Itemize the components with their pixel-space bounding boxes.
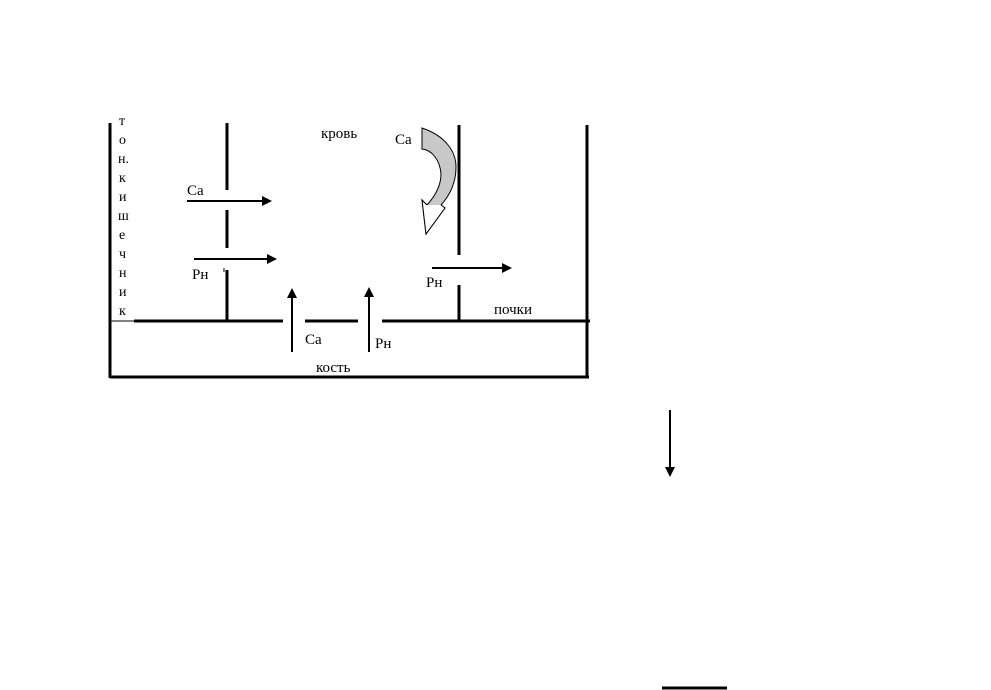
blood-label: кровь: [321, 126, 357, 142]
intestine-letter: н.: [118, 152, 129, 167]
intestine-letter: е: [119, 228, 125, 243]
intestine-letter: о: [119, 133, 126, 148]
intestine-letter: и: [119, 190, 127, 205]
kidneys-label: почки: [494, 302, 532, 318]
intestine-letter: ш: [118, 209, 129, 224]
pn-intestine-label: Рн: [192, 267, 208, 283]
pn-kidney-label: Рн: [426, 275, 442, 291]
ca-intestine-label: Ca: [187, 183, 204, 199]
pn-bone-label: Рн: [375, 336, 391, 352]
ca-kidney-label: Ca: [395, 132, 412, 148]
intestine-letter: н: [119, 266, 127, 281]
intestine-letter: ч: [119, 247, 126, 262]
ca-reabsorption-arrowhead-outline: [421, 198, 446, 236]
intestine-letter: т: [119, 114, 125, 129]
intestine-letter: и: [119, 285, 127, 300]
bone-label: кость: [316, 360, 351, 376]
intestine-letter: к: [119, 304, 126, 319]
intestine-vertical-label: т о н. к и ш е ч н и к: [118, 114, 129, 319]
intestine-letter: к: [119, 171, 126, 186]
ca-bone-label: Ca: [305, 332, 322, 348]
